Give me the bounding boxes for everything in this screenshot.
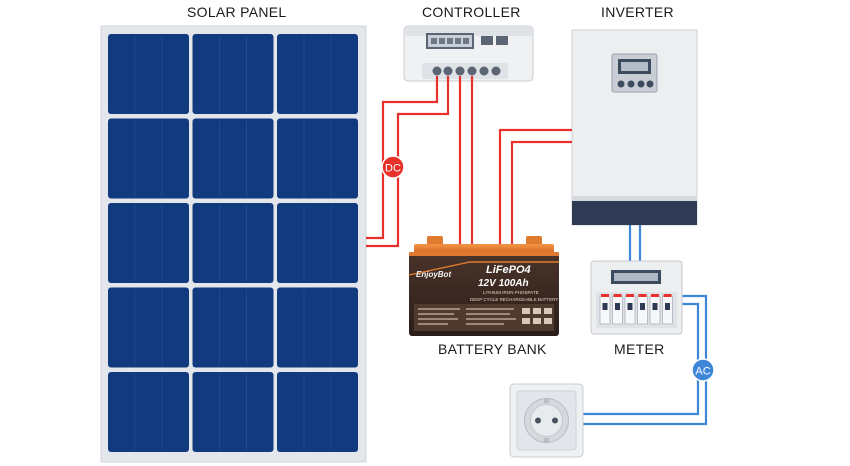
outlet-socket-recess	[530, 404, 563, 437]
solar-cell	[108, 372, 189, 452]
solar-cell	[108, 287, 189, 368]
solar-panel-cells	[108, 34, 358, 452]
breaker-indicator	[651, 294, 659, 297]
breaker-toggle	[602, 303, 608, 310]
battery-cert-icons	[522, 308, 552, 324]
controller-terminal-strip	[422, 63, 508, 79]
solar-cell	[192, 372, 274, 452]
dc-wire-inverter-positive	[498, 128, 572, 246]
breaker-toggle	[627, 303, 633, 310]
outlet-ground-clip	[544, 398, 549, 403]
controller-button	[496, 36, 508, 45]
inverter-screen-glass	[621, 62, 648, 71]
breaker-toggle	[665, 303, 670, 310]
solar-cell	[277, 372, 358, 452]
meter	[590, 260, 683, 335]
breaker-indicator	[638, 294, 647, 297]
outlet-pin-hole	[535, 417, 541, 424]
battery-top-band	[409, 252, 559, 256]
breaker-indicator	[663, 294, 672, 297]
solar-cell	[108, 118, 189, 199]
breaker-indicator	[601, 294, 609, 297]
battery-bank: EnjoyBot LiFePO4 12V 100Ah LITHIUM IRON …	[408, 236, 559, 336]
breaker-toggle	[652, 303, 658, 310]
battery-rating: 12V 100Ah	[478, 278, 529, 289]
solar-cell	[192, 203, 274, 283]
solar-panel-label: SOLAR PANEL	[187, 4, 287, 20]
meter-label: METER	[614, 341, 665, 357]
battery-top-cover	[414, 244, 554, 254]
dc-badge-label: DC	[385, 163, 401, 175]
solar-cell	[277, 118, 358, 199]
breaker-indicator	[613, 294, 622, 297]
inverter-base	[572, 200, 697, 225]
solar-panel	[100, 25, 367, 463]
battery-bank-label: BATTERY BANK	[438, 341, 547, 357]
solar-cell	[277, 287, 358, 368]
charge-controller	[403, 25, 534, 82]
dc-wiring	[366, 76, 572, 248]
battery-subtitle-1: LITHIUM IRON PHOSPATE	[483, 290, 539, 295]
solar-cell	[192, 287, 274, 368]
dc-wire-inverter-negative	[510, 140, 572, 246]
battery-decor-stripe	[408, 261, 559, 276]
solar-cell	[277, 203, 358, 283]
dc-wire-panel-negative	[366, 76, 450, 248]
battery-chemistry: LiFePO4	[486, 264, 531, 276]
dc-wire-panel-positive	[366, 76, 439, 240]
controller-terminals	[432, 66, 501, 76]
meter-screen	[614, 273, 658, 281]
controller-label: CONTROLLER	[422, 4, 521, 20]
breaker-toggle	[640, 303, 645, 310]
solar-cell	[192, 118, 274, 199]
outlet-pin-hole	[552, 417, 558, 424]
battery-spec-lines	[418, 308, 516, 325]
breaker-toggle	[615, 303, 620, 310]
battery-subtitle-2: DEEP CYCLE RECHARGEABLE BATTERY	[470, 297, 558, 302]
breaker-indicator	[626, 294, 634, 297]
dc-badge: DC	[381, 155, 405, 179]
ac-badge: AC	[691, 358, 715, 382]
wall-outlet	[509, 383, 584, 458]
inverter-label: INVERTER	[601, 4, 674, 20]
controller-button	[481, 36, 493, 45]
meter-breakers	[599, 294, 673, 325]
inverter-base-trim	[572, 196, 697, 201]
solar-cell	[192, 34, 274, 114]
inverter	[571, 29, 698, 226]
outlet-ground-clip	[544, 438, 549, 443]
battery-brand: EnjoyBot	[416, 270, 451, 279]
inverter-buttons	[617, 80, 654, 88]
solar-cell	[108, 34, 189, 114]
ac-wire-meter-outlet-b	[583, 302, 700, 416]
controller-lcd-segments	[431, 38, 469, 44]
ac-badge-label: AC	[695, 366, 710, 378]
solar-cell	[277, 34, 358, 114]
solar-cell	[108, 203, 189, 283]
